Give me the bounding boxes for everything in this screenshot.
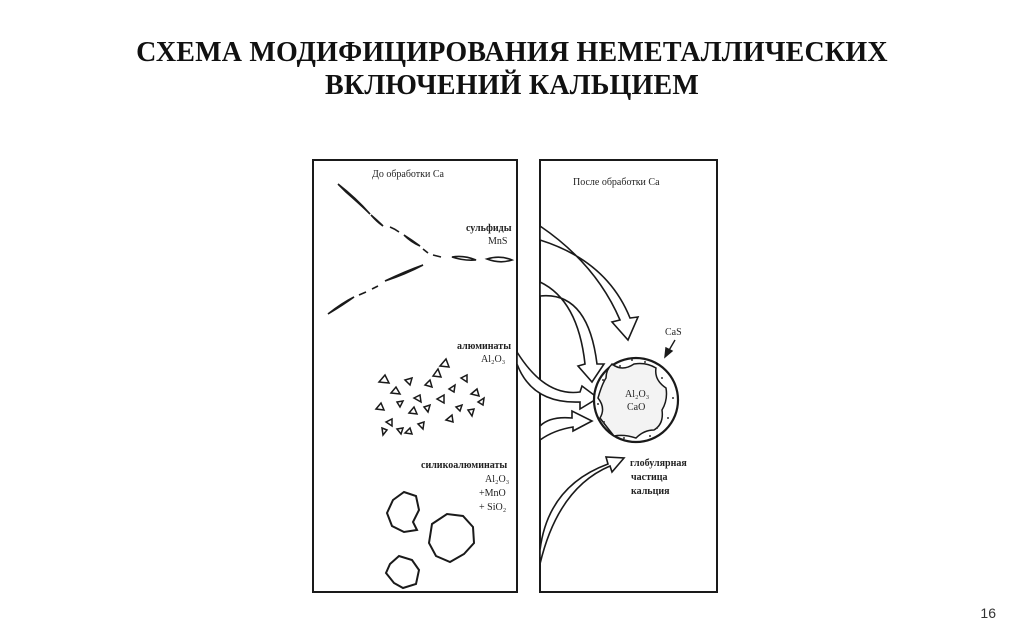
silicoaluminates-formula-3: + SiO₂ [479, 502, 506, 513]
aluminate-arrow-upper [539, 280, 606, 384]
sulfides-formula: MnS [488, 236, 507, 247]
aluminate-arrow-lower [516, 349, 600, 411]
silicoaluminate-arrow-upper [539, 409, 594, 442]
after-panel-heading: После обработки Ca [573, 177, 660, 188]
slide-title: СХЕМА МОДИФИЦИРОВАНИЯ НЕМЕТАЛЛИЧЕСКИХ ВК… [0, 36, 1024, 102]
sulfides-label: сульфиды [466, 223, 512, 234]
cas-pointer-arrow [664, 339, 676, 359]
sulfide-arrow [539, 224, 640, 342]
cas-label: CaS [665, 327, 682, 338]
silicoaluminates-formula-2: +MnO [479, 488, 506, 499]
title-line-2: ВКЛЮЧЕНИЙ КАЛЬЦИЕМ [324, 70, 700, 101]
after-panel [539, 159, 718, 593]
cas-shell [597, 362, 668, 439]
particle-caption-line-1: глобулярная [630, 458, 687, 469]
before-panel-heading: До обработки Ca [372, 169, 445, 180]
aluminates-label: алюминаты [457, 341, 511, 352]
sulfide-inclusions [327, 183, 515, 315]
silicoaluminate-inclusions [384, 490, 476, 590]
silicoaluminates-formula-1: Al₂O₃ [485, 474, 509, 485]
globular-particle: Al₂O₃ CaO [592, 356, 680, 444]
silicoaluminate-arrow-lower [539, 456, 626, 565]
before-panel [312, 159, 518, 593]
particle-caption-line-2: частица [631, 472, 668, 483]
aluminate-inclusions [374, 357, 485, 437]
silicoaluminates-label: силикоалюминаты [421, 460, 507, 471]
title-line-1: СХЕМА МОДИФИЦИРОВАНИЯ НЕМЕТАЛЛИЧЕСКИХ [136, 37, 888, 68]
transformation-arrows [516, 224, 640, 565]
aluminates-formula: Al₂O₃ [481, 354, 505, 365]
particle-core-formula-2: CaO [627, 402, 645, 413]
page-number: 16 [980, 605, 996, 621]
particle-core-formula-1: Al₂O₃ [625, 389, 649, 400]
particle-caption-line-3: кальция [631, 486, 670, 497]
